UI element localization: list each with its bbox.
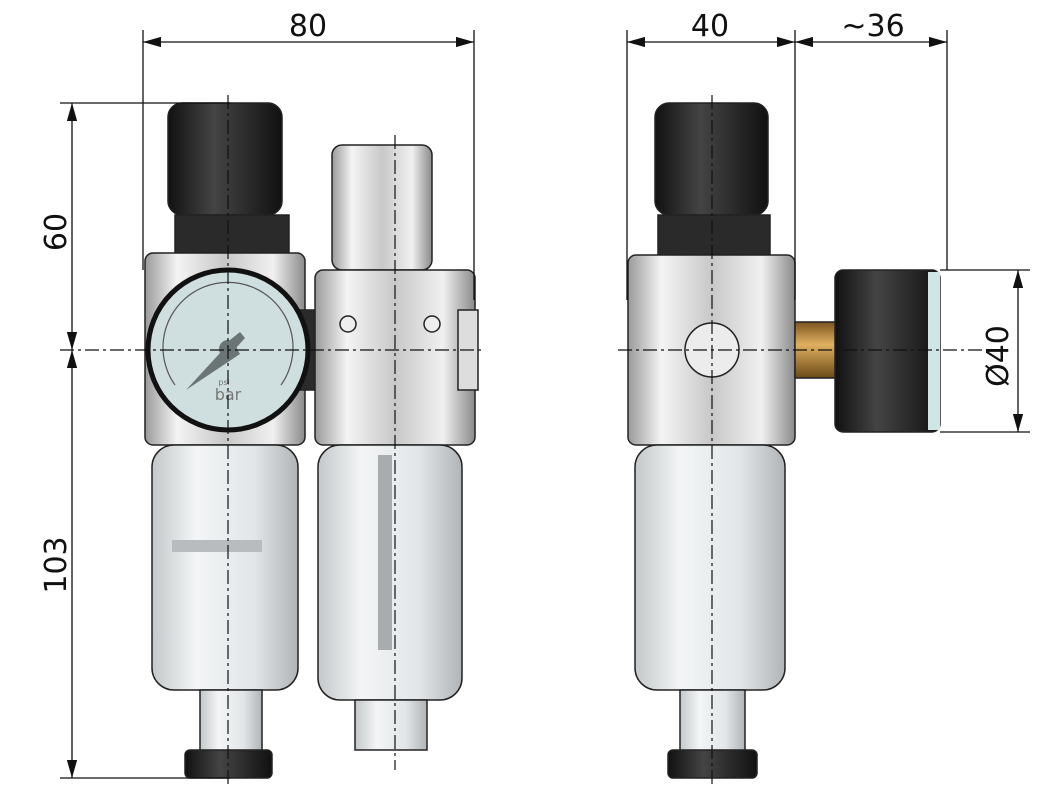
port-icon [423, 315, 441, 333]
dim-width-80: 80 [289, 9, 327, 44]
gauge-unit-psi: psi [218, 378, 229, 387]
gauge-unit-bar: bar [215, 385, 242, 404]
drain [199, 689, 263, 753]
gauge-glass [928, 272, 940, 430]
dimensions: 80 40 ~36 60 103 Ø40 [39, 9, 1030, 779]
bowl-bottom [354, 699, 428, 751]
dim-depth-36: ~36 [841, 9, 904, 44]
filter-bowl [151, 444, 299, 691]
filter-element [172, 540, 262, 552]
dim-depth-40: 40 [691, 9, 729, 44]
gauge-side [834, 269, 941, 433]
lubricator-front-view [314, 144, 479, 751]
siphon-tube [378, 455, 392, 650]
dim-height-60: 60 [39, 213, 74, 251]
oil-fill-cap [331, 144, 433, 271]
regulator-side-view [627, 102, 941, 779]
threaded-collar [657, 214, 771, 256]
port-icon [339, 315, 357, 333]
centerlines [60, 95, 1010, 785]
adjustment-knob [167, 102, 283, 216]
dim-gauge-diameter: Ø40 [981, 325, 1016, 387]
dim-height-103: 103 [39, 536, 74, 593]
filter-bowl [634, 444, 786, 691]
threaded-collar [174, 214, 290, 254]
regulator-front-view: psi bar [144, 102, 333, 779]
